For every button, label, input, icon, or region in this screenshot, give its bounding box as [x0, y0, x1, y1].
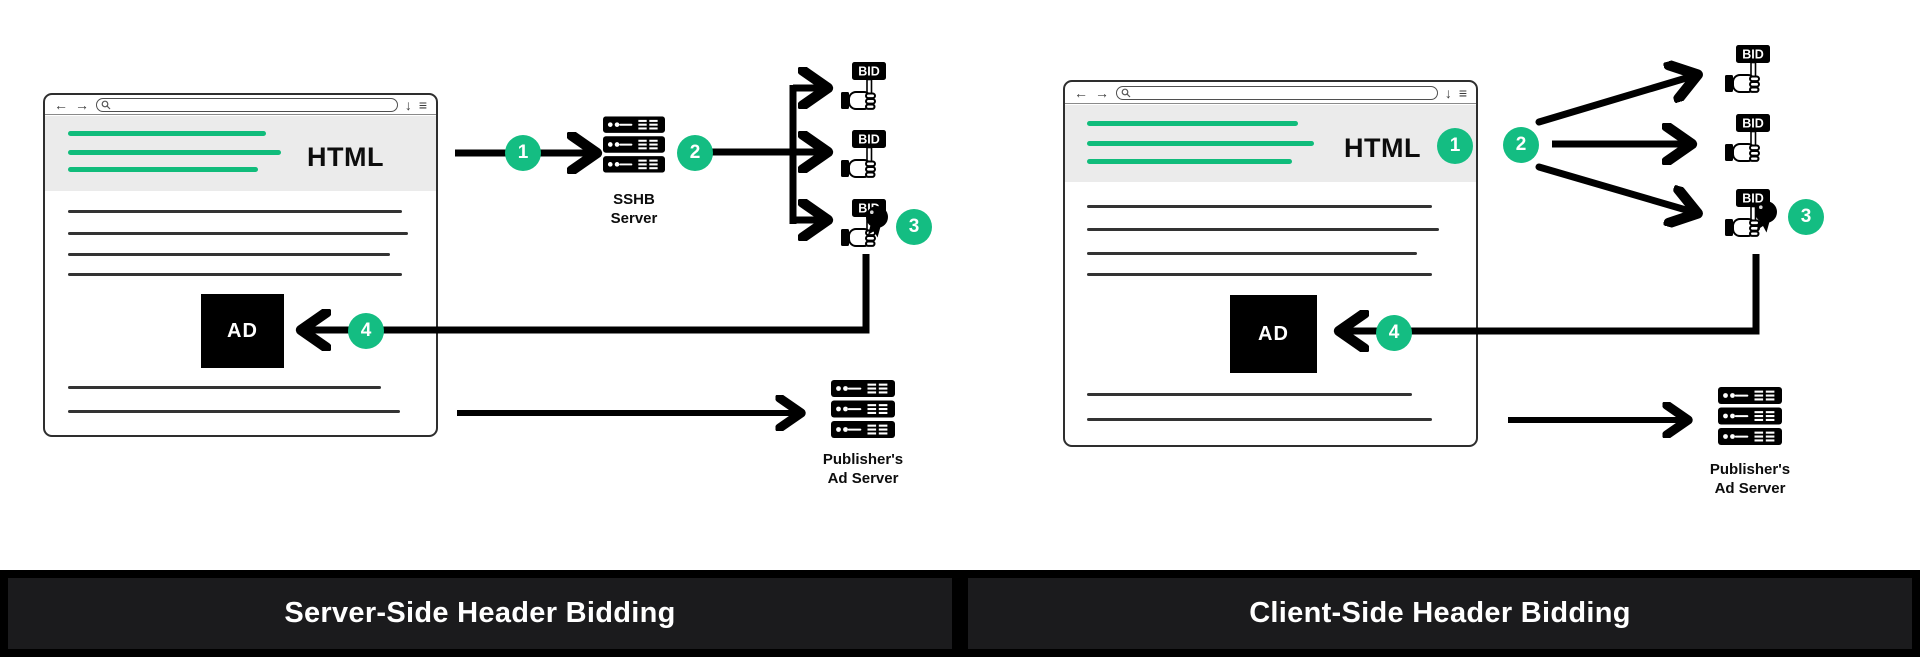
headline-placeholder [68, 131, 266, 136]
bid-paddle-icon: BID [1725, 114, 1770, 163]
search-icon [101, 100, 111, 109]
step-badge-3: 3 [1788, 199, 1824, 235]
text-line-placeholder [68, 210, 402, 213]
headline-placeholder [1087, 121, 1298, 126]
back-icon: ← [54, 96, 68, 113]
bid-paddle-icon: BID [841, 130, 886, 179]
winner-medal-icon [864, 205, 890, 239]
forward-icon: → [1095, 84, 1109, 101]
publisher-ad-server-icon [1718, 387, 1782, 445]
bid-paddle-icon: BID [841, 62, 886, 111]
menu-icon: ≡ [1458, 84, 1467, 101]
text-line-placeholder [1087, 273, 1432, 276]
headline-placeholder [1087, 159, 1292, 164]
ad-box: AD [1230, 295, 1317, 373]
browser-toolbar: ← → ↓ ≡ [1065, 82, 1476, 104]
text-line-placeholder [68, 386, 381, 389]
headline-placeholder [68, 167, 258, 172]
step-badge-4: 4 [1376, 315, 1412, 351]
text-line-placeholder [68, 232, 408, 235]
text-line-placeholder [1087, 252, 1417, 255]
page-header-block: HTML [45, 116, 436, 191]
text-line-placeholder [1087, 205, 1432, 208]
publisher-ad-server-icon [831, 380, 895, 438]
step-badge-1: 1 [1437, 128, 1473, 164]
step-badge-4: 4 [348, 313, 384, 349]
url-bar [1116, 85, 1438, 100]
step-badge-2: 2 [1503, 127, 1539, 163]
text-line-placeholder [68, 253, 390, 256]
browser-toolbar: ← → ↓ ≡ [45, 95, 436, 115]
ad-box: AD [201, 294, 284, 368]
download-icon: ↓ [404, 96, 412, 113]
text-line-placeholder [1087, 393, 1412, 396]
html-label: HTML [1344, 133, 1421, 163]
download-icon: ↓ [1444, 84, 1452, 101]
menu-icon: ≡ [418, 96, 427, 113]
client-side-title-bar: Client-Side Header Bidding [960, 570, 1920, 657]
browser-window-server-side: ← → ↓ ≡ HTML AD [43, 93, 438, 437]
bid-paddle-icon: BID [1725, 45, 1770, 94]
svg-text:BID: BID [858, 65, 880, 79]
svg-text:BID: BID [1742, 48, 1764, 62]
forward-icon: → [75, 96, 89, 113]
step-badge-3: 3 [896, 209, 932, 245]
svg-text:BID: BID [1742, 117, 1764, 131]
svg-text:BID: BID [858, 133, 880, 147]
search-icon [1121, 88, 1131, 97]
back-icon: ← [1074, 84, 1088, 101]
html-label: HTML [307, 142, 384, 172]
step-badge-2: 2 [677, 135, 713, 171]
text-line-placeholder [1087, 418, 1432, 421]
winner-medal-icon [1753, 200, 1779, 234]
svg-text:BID: BID [1742, 192, 1764, 206]
browser-window-client-side: ← → ↓ ≡ HTML AD [1063, 80, 1478, 447]
page-header-block: HTML [1065, 105, 1476, 182]
headline-placeholder [1087, 141, 1314, 146]
server-side-title-bar: Server-Side Header Bidding [0, 570, 960, 657]
text-line-placeholder [68, 410, 400, 413]
text-line-placeholder [68, 273, 402, 276]
headline-placeholder [68, 150, 281, 155]
step-badge-1: 1 [505, 135, 541, 171]
sshb-server-icon [603, 116, 665, 173]
text-line-placeholder [1087, 228, 1439, 231]
url-bar [96, 97, 398, 112]
